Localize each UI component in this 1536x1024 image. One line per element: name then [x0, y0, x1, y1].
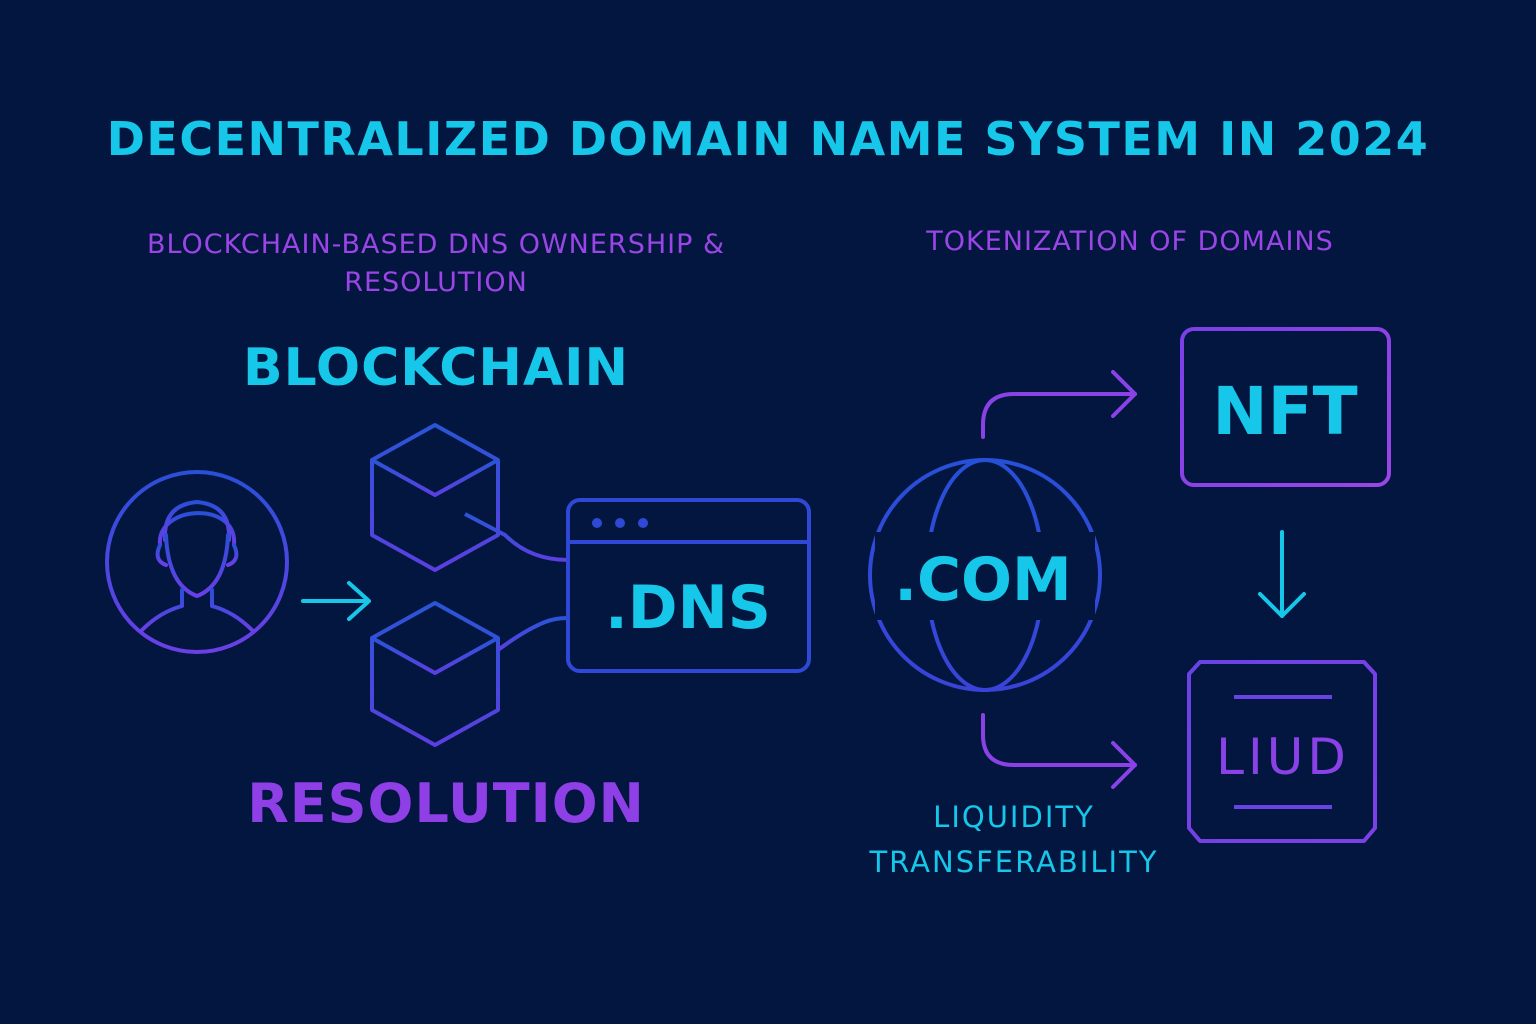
right-subtitle: TOKENIZATION OF DOMAINS — [926, 226, 1334, 257]
nft-label: NFT — [1212, 373, 1357, 450]
arrow-to-liud-icon — [981, 713, 1137, 789]
nft-token-box: NFT — [1180, 327, 1391, 487]
liquidity-label: LIQUIDITY — [933, 800, 1095, 834]
liud-label: LIUD — [1216, 728, 1350, 786]
left-subtitle: BLOCKCHAIN-BASED DNS OWNERSHIP & RESOLUT… — [146, 229, 726, 298]
blockchain-label: BLOCKCHAIN — [242, 338, 630, 398]
page-title: DECENTRALIZED DOMAIN NAME SYSTEM IN 2024 — [106, 112, 1430, 166]
arrow-down-icon — [1258, 530, 1306, 618]
com-label: .COM — [894, 545, 1072, 615]
user-icon — [105, 470, 289, 654]
token-frame-icon: LIUD — [1187, 660, 1377, 843]
browser-window-icon: .DNS — [566, 498, 811, 673]
globe-icon — [868, 458, 1102, 692]
transferability-label: TRANSFERABILITY — [869, 845, 1159, 879]
arrow-right-icon — [301, 581, 371, 621]
arrow-to-nft-icon — [981, 370, 1137, 439]
blockchain-cubes-icon — [370, 423, 569, 747]
dns-label: .DNS — [605, 573, 771, 643]
resolution-label: RESOLUTION — [247, 772, 645, 835]
